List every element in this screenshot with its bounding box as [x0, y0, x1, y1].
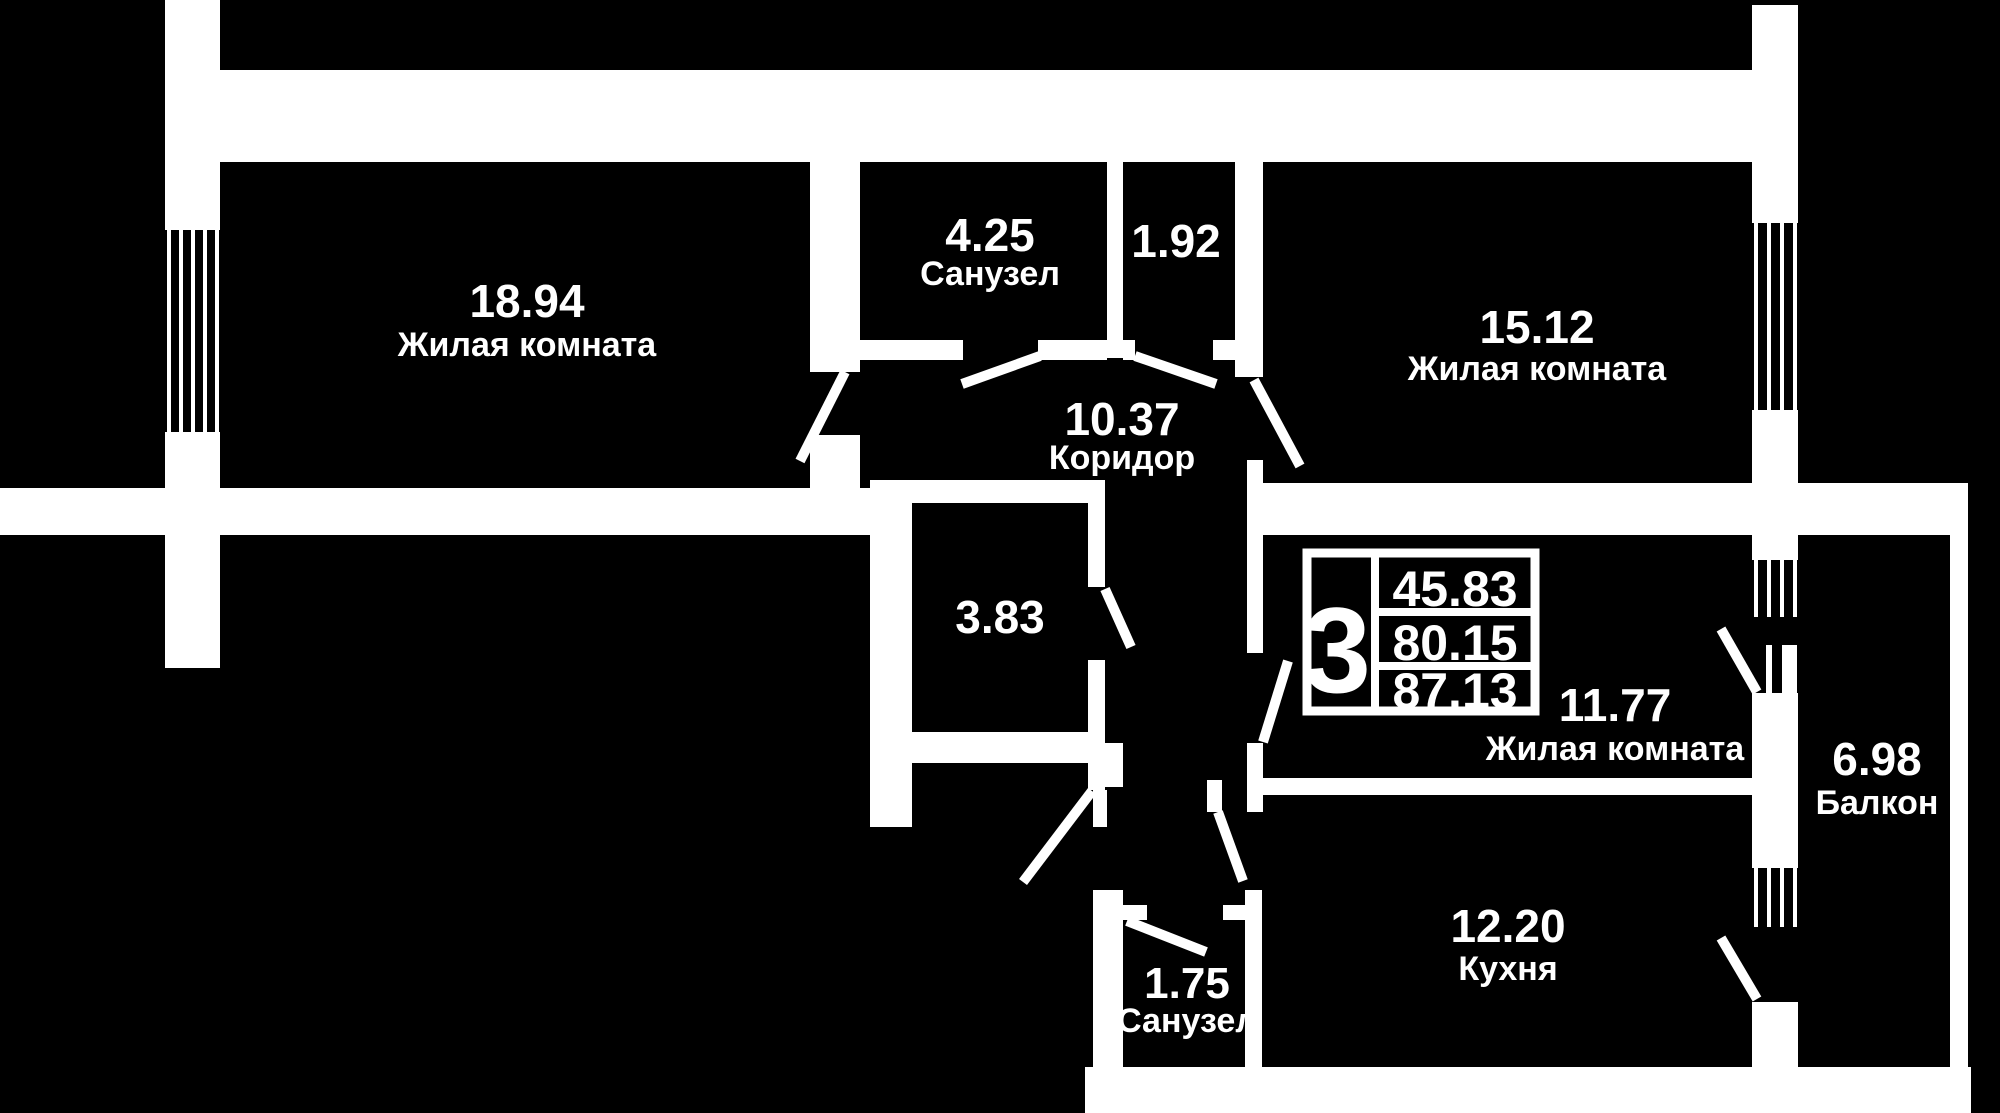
balcony-door-jamb-1 — [1766, 645, 1772, 693]
bathroom1-bottom-wall-right — [1038, 340, 1107, 360]
right-wall-seg4 — [1752, 693, 1798, 868]
top-wall — [220, 70, 1752, 162]
door-swing-living1 — [795, 369, 850, 464]
room-area-bathroom1: 4.25 — [945, 209, 1035, 261]
door-swing-closet — [1100, 586, 1136, 650]
room-name-kitchen: Кухня — [1458, 950, 1557, 988]
door-swing-entrance — [1019, 787, 1096, 886]
room-name-bathroom2: Санузел — [1117, 1002, 1257, 1040]
left-wall-upper — [165, 0, 220, 230]
corridor-junction-block — [1093, 743, 1123, 787]
window-right-living3 — [1754, 560, 1797, 617]
room-area-balcony: 6.98 — [1832, 733, 1922, 785]
closet-top-wall — [870, 480, 1105, 503]
bathroom1-storage-divider — [1107, 160, 1123, 358]
door-swing-kitchen — [1213, 810, 1248, 883]
bottom-wall — [1085, 1067, 1971, 1113]
room-name-balcony: Балкон — [1816, 784, 1939, 822]
room-area-living1: 18.94 — [469, 275, 585, 327]
window-left-living1 — [167, 230, 219, 432]
bathroom2-jamb-right — [1223, 905, 1245, 920]
corridor-living3-wall — [1247, 535, 1263, 653]
balcony-door-jamb-2 — [1782, 645, 1797, 693]
storage-bottom-jamb-right — [1213, 340, 1235, 360]
mid-wall-left — [0, 488, 912, 535]
room-area-living3: 11.77 — [1559, 679, 1672, 731]
info-box-border — [1302, 548, 1540, 716]
bathroom2-jamb-left — [1123, 905, 1147, 920]
corridor-right-stub — [1247, 460, 1263, 535]
door-swing-bathroom2 — [1125, 916, 1208, 957]
corridor-living3-stub — [1247, 743, 1263, 812]
mid-wall-right — [1263, 483, 1968, 535]
right-wall-seg2 — [1752, 410, 1798, 483]
closet-left-wall — [870, 503, 912, 827]
room-name-living3: Жилая комната — [1485, 730, 1746, 768]
info-area-2: 80.15 — [1392, 615, 1517, 671]
bathroom2-right-wall — [1245, 890, 1262, 1067]
bathroom2-left-wall — [1093, 890, 1123, 1067]
door-swing-bathroom1 — [960, 351, 1042, 389]
room-name-corridor: Коридор — [1049, 439, 1195, 477]
living1-right-wall-lower — [810, 435, 860, 488]
room-name-bathroom1: Санузел — [920, 255, 1060, 293]
room-area-corridor: 10.37 — [1064, 393, 1179, 445]
storage-bottom-jamb-left — [1123, 340, 1135, 360]
right-wall-seg5 — [1752, 1002, 1798, 1067]
apartment-info-box: 3 45.83 80.15 87.13 — [1302, 548, 1540, 719]
info-rooms-count: 3 — [1303, 582, 1371, 718]
door-swing-balcony-living3 — [1716, 626, 1762, 695]
door-swing-balcony-kitchen — [1716, 935, 1762, 1002]
room-name-living2: Жилая комната — [1407, 350, 1668, 388]
closet-bottom-wall — [912, 732, 1093, 763]
window-right-living2 — [1754, 223, 1797, 410]
living1-right-wall-upper — [810, 160, 860, 372]
kitchen-top-wall — [1263, 778, 1752, 795]
right-wall-upper — [1752, 5, 1798, 223]
living2-left-wall — [1235, 160, 1263, 377]
room-area-closet: 3.83 — [955, 591, 1045, 643]
window-right-kitchen — [1754, 868, 1797, 927]
info-total-area: 87.13 — [1392, 663, 1517, 719]
door-swing-living2 — [1249, 377, 1305, 469]
info-living-area: 45.83 — [1392, 561, 1517, 617]
kitchen-door-jamb — [1207, 780, 1222, 812]
door-swings — [795, 351, 1762, 1002]
room-name-living1: Жилая комната — [397, 326, 658, 364]
room-labels: 18.94 Жилая комната 4.25 Санузел 1.92 15… — [397, 209, 1939, 1040]
room-area-storage: 1.92 — [1131, 215, 1221, 267]
left-wall-lower — [165, 432, 220, 668]
door-swing-storage — [1133, 351, 1218, 389]
room-area-kitchen: 12.20 — [1450, 900, 1565, 952]
room-area-bathroom2: 1.75 — [1144, 959, 1230, 1008]
right-wall-seg3 — [1752, 535, 1798, 560]
entrance-jamb — [1093, 790, 1107, 827]
door-swing-living3 — [1258, 659, 1293, 744]
room-area-living2: 15.12 — [1479, 301, 1594, 353]
balcony-right-rail — [1950, 535, 1968, 1113]
closet-right-wall-upper — [1088, 493, 1105, 587]
bathroom1-bottom-wall-left — [845, 340, 963, 360]
